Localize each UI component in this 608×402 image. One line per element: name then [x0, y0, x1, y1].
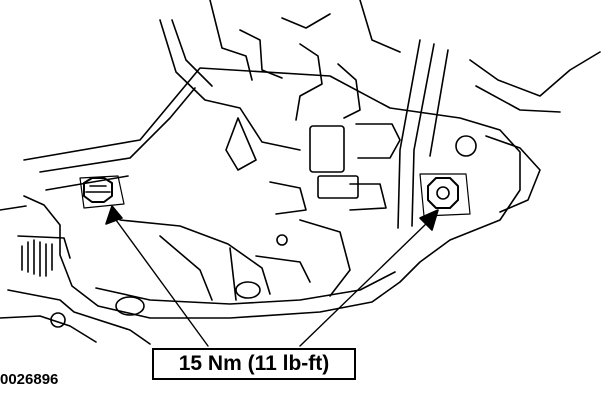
figure-reference-number: 0026896: [0, 371, 59, 388]
right-linkage: [397, 39, 601, 229]
bolt-right-icon: [419, 173, 471, 217]
bolt-left-icon: [79, 175, 125, 209]
leader-arrow-left: [105, 205, 209, 347]
torque-callout: 15 Nm (11 lb-ft): [152, 348, 356, 380]
leader-arrow-right: [299, 209, 439, 347]
bracket-housing-outline: [23, 67, 521, 319]
casting-holes: [115, 234, 288, 316]
left-finned-component: [0, 205, 151, 345]
upper-mechanism: [159, 0, 401, 215]
